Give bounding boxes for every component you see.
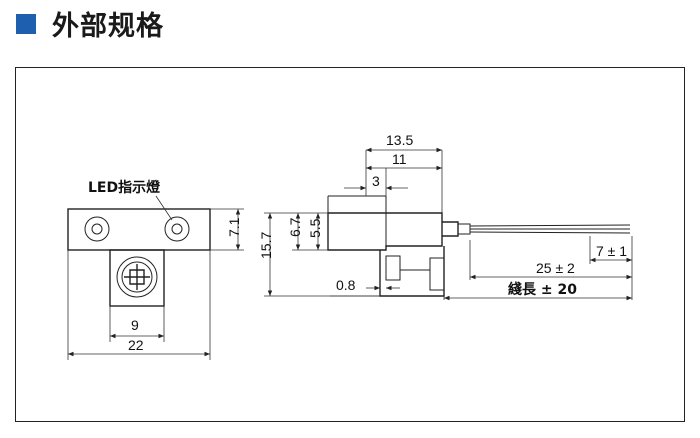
dim-front-inner: 9 [131, 317, 139, 333]
screw-head [116, 256, 158, 298]
side-body [327, 212, 443, 251]
led-indicator-label: LED指示燈 [88, 179, 161, 196]
dim-step: 3 [372, 173, 380, 189]
dim-cable-25: 25 ± 2 [536, 260, 575, 276]
dim-gap: 0.8 [336, 277, 356, 293]
mount-hole-left [84, 216, 110, 242]
dim-cable-length: 綫長 ± 20 [508, 281, 577, 298]
dim-front-height: 7.1 [226, 217, 242, 237]
dim-window-height: 5.5 [307, 218, 323, 238]
dim-body-length: 11 [392, 151, 407, 167]
front-view [67, 195, 244, 360]
section-marker [16, 14, 36, 34]
dim-total-length: 13.5 [386, 132, 413, 148]
dim-front-width: 22 [128, 337, 144, 353]
dim-strip: 7 ± 1 [596, 243, 627, 259]
dim-body-height: 6.7 [287, 217, 303, 237]
mount-hole-right [164, 216, 190, 242]
dim-overall-height: 15.7 [258, 232, 274, 259]
page-title: 外部规格 [52, 11, 164, 42]
diagram-frame [15, 67, 685, 422]
side-bracket [379, 246, 445, 297]
front-body [109, 249, 165, 307]
side-view [264, 147, 633, 301]
